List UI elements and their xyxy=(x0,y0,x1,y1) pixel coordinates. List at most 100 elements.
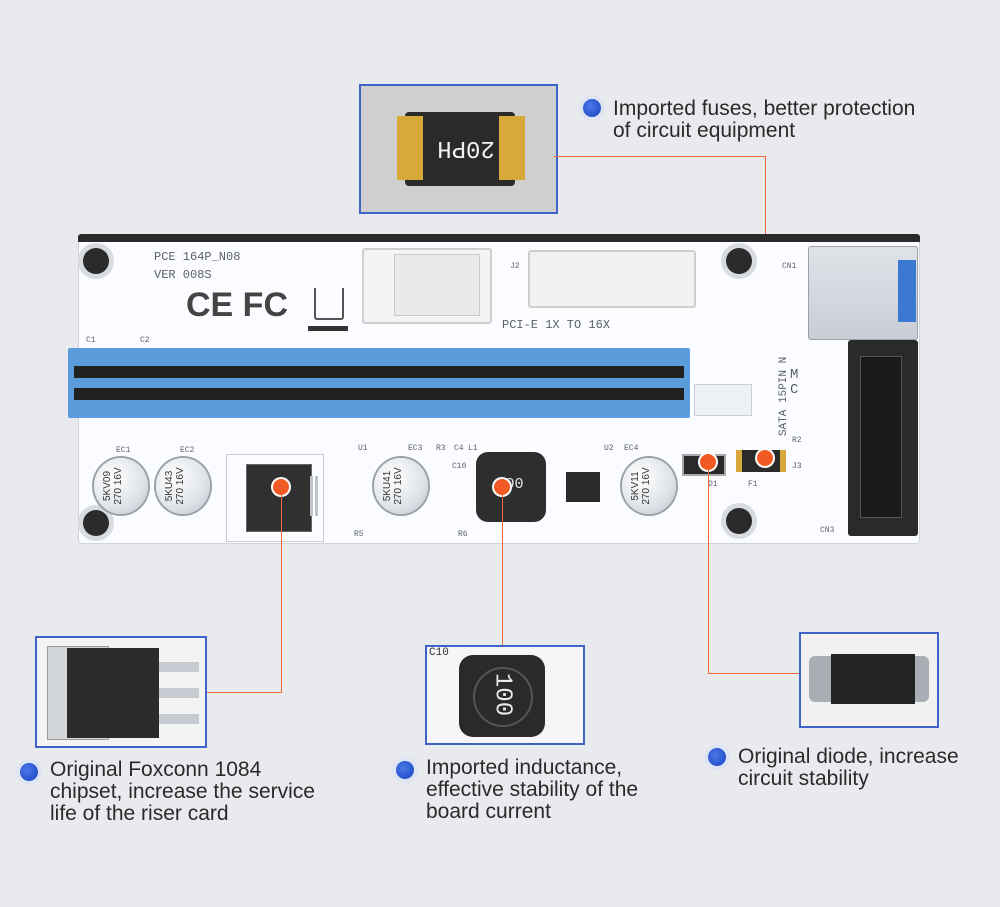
chipset-callout: Original Foxconn 1084 chipset, increase … xyxy=(50,759,315,825)
sata-port xyxy=(860,356,902,518)
inductor-inset-ring xyxy=(473,667,533,727)
silk-r3: R3 xyxy=(436,444,446,453)
cap-marking: 5KU43 270 16V xyxy=(164,467,186,505)
fuse-leader-h xyxy=(554,156,766,157)
cap-marking: 5KU41 270 16V xyxy=(382,467,404,505)
silk-ec4: EC4 xyxy=(624,444,639,453)
chipset-pins xyxy=(310,476,334,516)
weee-bar xyxy=(308,326,348,331)
pcie-slot-groove xyxy=(74,366,684,378)
silk-sata: SATA 15PIN N xyxy=(778,356,790,436)
silk-ec2: EC2 xyxy=(180,446,195,455)
fuse-callout-line1: Imported fuses, better protection xyxy=(613,97,916,120)
chipset-callout-line2: chipset, increase the service xyxy=(50,780,315,803)
capacitor-ec4: 5KV11 270 16V xyxy=(622,458,676,514)
inductance-callout: Imported inductance, effective stability… xyxy=(426,757,638,823)
mount-hole-icon xyxy=(83,510,109,536)
capacitor-ec3: 5KU41 270 16V xyxy=(374,458,428,514)
pcie-slot-groove xyxy=(74,388,684,400)
inductance-callout-line3: board current xyxy=(426,800,551,823)
fuse-bullet-icon xyxy=(583,99,601,117)
silk-u2: U2 xyxy=(604,444,614,453)
diode-callout-line2: circuit stability xyxy=(738,767,869,790)
diode-inset-body xyxy=(831,654,915,704)
capacitor-ec2: 5KU43 270 16V xyxy=(156,458,210,514)
inductance-bullet-icon xyxy=(396,761,414,779)
inductor-closeup-image: C10 100 xyxy=(425,645,585,745)
diode-marker-icon xyxy=(700,454,716,470)
silk-model: PCE 164P_N08 xyxy=(154,250,241,264)
inductance-callout-line2: effective stability of the xyxy=(426,778,639,801)
silk-pcie: PCI-E 1X TO 16X xyxy=(502,318,611,332)
fuse-callout: Imported fuses, better protection of cir… xyxy=(613,98,915,142)
ic-u2 xyxy=(566,472,600,502)
six-pin-grid xyxy=(394,254,480,316)
mount-hole-icon xyxy=(726,248,752,274)
silk-r6: R6 xyxy=(458,530,468,539)
silk-c1: C1 xyxy=(86,336,96,345)
cap-marking: 5KV11 270 16V xyxy=(630,467,652,505)
chipset-bullet-icon xyxy=(20,763,38,781)
chipset-body xyxy=(67,648,159,738)
fuse-marker-icon xyxy=(757,450,773,466)
fuse-pad-right xyxy=(499,116,525,180)
chipset-lead xyxy=(159,714,199,724)
diode-closeup-image xyxy=(799,632,939,728)
board-top-edge xyxy=(78,234,920,242)
inductor-l1 xyxy=(476,452,546,522)
silk-ec3: EC3 xyxy=(408,444,423,453)
fuse-closeup-image: 20PH xyxy=(359,84,558,214)
fuse-component xyxy=(405,112,515,186)
chipset-frame xyxy=(226,454,324,542)
mount-hole-icon xyxy=(83,248,109,274)
silk-cn1: CN1 xyxy=(782,262,797,271)
silk-ec1: EC1 xyxy=(116,446,131,455)
pcie-slot-latch xyxy=(694,384,752,416)
silk-c4: C4 xyxy=(454,444,464,453)
usb3-tongue xyxy=(898,260,916,322)
diode-callout: Original diode, increase circuit stabili… xyxy=(738,746,959,790)
silk-c10: C10 xyxy=(452,462,467,471)
chipset-leader-h xyxy=(205,692,282,693)
weee-bin-icon xyxy=(314,288,344,320)
inductor-marker-icon xyxy=(494,479,510,495)
capacitor-ec1: 5KV09 270 16V xyxy=(94,458,148,514)
pcie-x16-slot xyxy=(68,348,690,418)
silk-version: VER 008S xyxy=(154,268,212,282)
silk-j3: J3 xyxy=(792,462,802,471)
mount-hole-icon xyxy=(726,508,752,534)
chipset-callout-line3: life of the riser card xyxy=(50,802,229,825)
inductor-inset-marking: 100 xyxy=(488,672,516,717)
riser-board: PCE 164P_N08 VER 008S CE FC J2 PCI-E 1X … xyxy=(68,234,920,544)
cap-marking: 5KV09 270 16V xyxy=(102,467,124,505)
inductance-callout-line1: Imported inductance, xyxy=(426,756,623,779)
chipset-package xyxy=(246,464,312,532)
silk-cert-marks: CE FC xyxy=(186,286,288,324)
diode-leader-v xyxy=(708,470,709,673)
chipset-lead xyxy=(159,662,199,672)
silk-l1: L1 xyxy=(468,444,478,453)
silk-cn3: CN3 xyxy=(820,526,835,535)
chipset-closeup-image xyxy=(35,636,207,748)
silk-u1: U1 xyxy=(358,444,368,453)
fuse-callout-line2: of circuit equipment xyxy=(613,119,796,142)
silk-f1: F1 xyxy=(748,480,758,489)
chipset-marker-icon xyxy=(273,479,289,495)
silk-c2: C2 xyxy=(140,336,150,345)
molex-connector xyxy=(528,250,696,308)
diode-bullet-icon xyxy=(708,748,726,766)
diode-leader-h xyxy=(708,673,799,674)
diode-callout-line1: Original diode, increase xyxy=(738,745,959,768)
inductor-inset-label: C10 xyxy=(429,647,449,659)
inductor-marking: 100 xyxy=(496,476,524,493)
silk-r5: R5 xyxy=(354,530,364,539)
chipset-callout-line1: Original Foxconn 1084 xyxy=(50,758,262,781)
silk-r2: R2 xyxy=(792,436,802,445)
inductor-leader-v xyxy=(502,495,503,645)
silk-d1: D1 xyxy=(708,480,718,489)
fuse-pad-left xyxy=(397,116,423,180)
chipset-leader-v xyxy=(281,495,282,692)
silk-j2: J2 xyxy=(510,262,520,271)
chipset-lead xyxy=(159,688,199,698)
fuse-marking: 20PH xyxy=(437,134,495,161)
